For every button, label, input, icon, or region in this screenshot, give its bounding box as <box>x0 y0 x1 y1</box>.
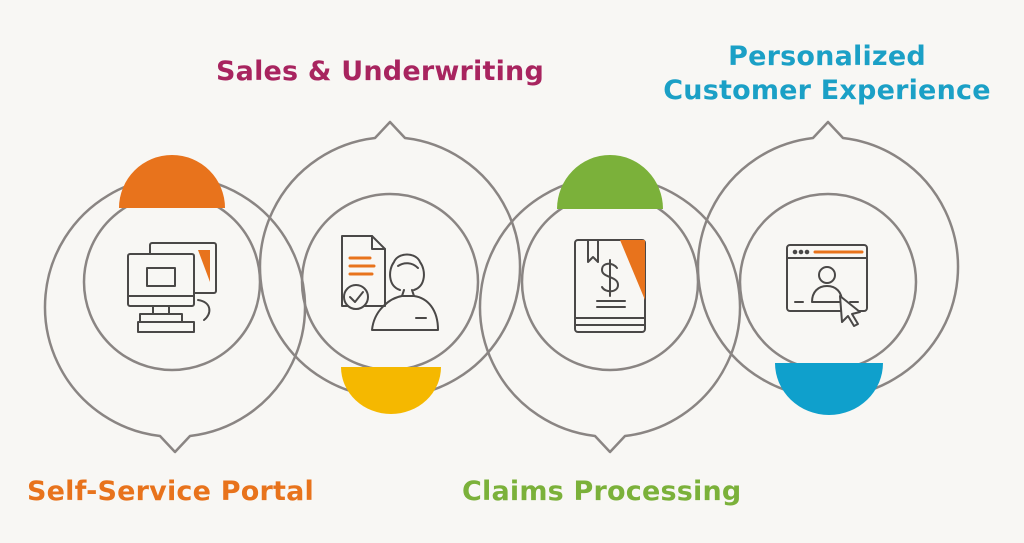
accent-cap-yellow <box>341 367 441 414</box>
step-title-sales-underwriting: Sales & Underwriting <box>216 56 544 87</box>
outer-ring-4 <box>696 120 960 399</box>
step-title-line-1: Personalized <box>728 41 926 72</box>
accent-cap-orange <box>119 155 225 208</box>
step-title-line-2: Customer Experience <box>663 75 991 106</box>
step-title-claims-processing: Claims Processing <box>462 476 742 507</box>
browser-user-cursor-icon <box>786 244 868 327</box>
outer-ring-2 <box>258 120 522 399</box>
dollar-book-icon <box>574 239 646 333</box>
computer-icon <box>127 242 217 333</box>
step-title-personalized-customer-experience: Personalized Customer Experience <box>652 40 1002 108</box>
document-person-check-icon <box>341 235 439 331</box>
accent-cap-blue <box>775 363 883 415</box>
accent-cap-green <box>557 155 663 209</box>
inner-circle-2 <box>300 192 480 372</box>
outer-ring-3 <box>478 175 742 454</box>
step-title-self-service-portal: Self-Service Portal <box>27 476 314 507</box>
